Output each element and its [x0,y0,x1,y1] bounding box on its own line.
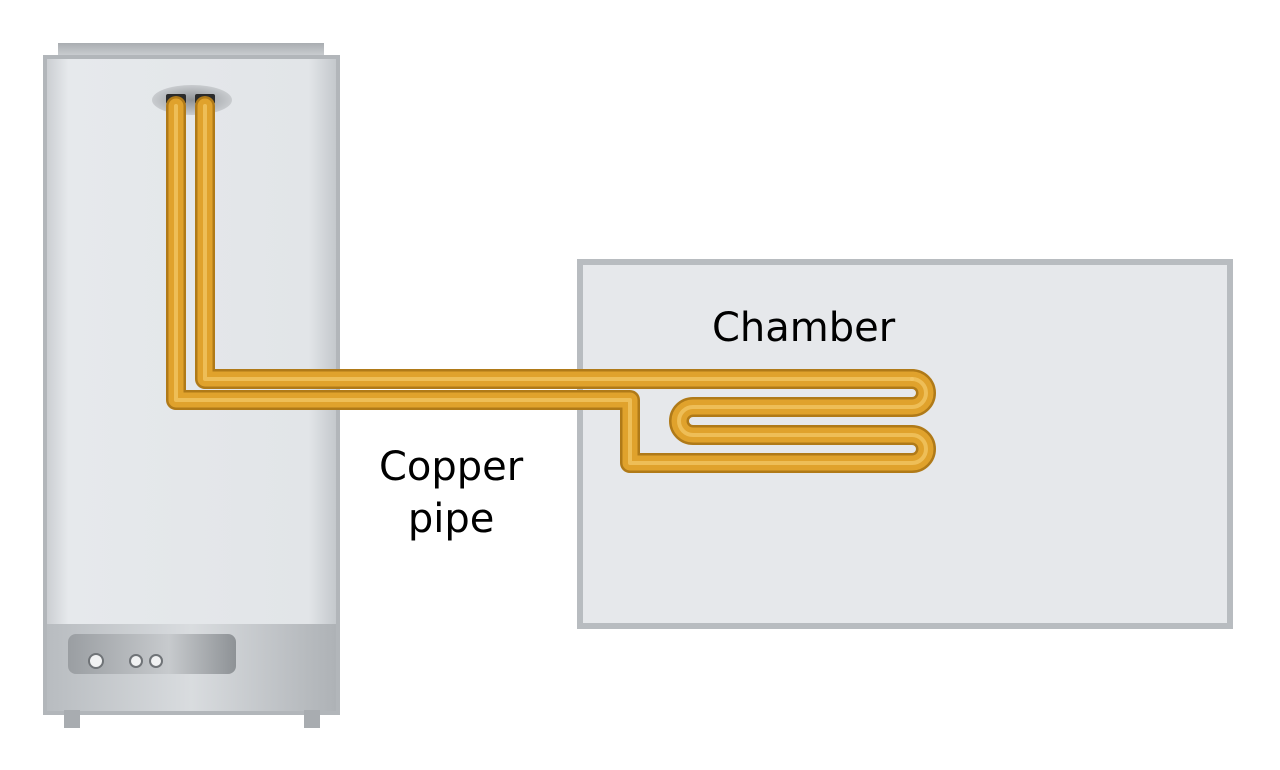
unit-foot-right [304,710,320,728]
copper-pipe [166,96,936,473]
pipe-inlet-fitting-icon [152,85,232,115]
chamber-label: Chamber [712,305,896,351]
control-panel [68,634,236,674]
control-knob-icon [88,653,163,669]
copper-pipe-label-line2: pipe [407,496,495,542]
unit-foot-left [64,710,80,728]
copper-pipe-label-line1: Copper [379,444,524,490]
copper-pipe-label: Copper pipe [379,441,523,545]
